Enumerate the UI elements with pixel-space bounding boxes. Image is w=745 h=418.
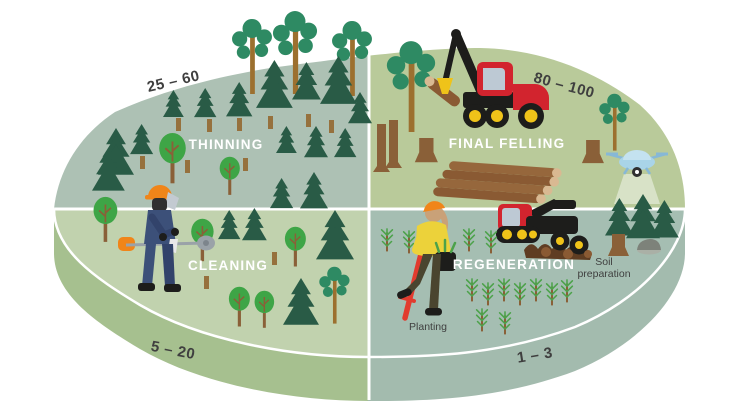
regeneration-label: REGENERATION [453,257,575,272]
stump-icon [204,276,209,289]
soil-preparation-annotation-line2: preparation [577,268,630,280]
rock-icon [637,239,661,255]
stump-icon [207,119,212,132]
thinning-label: THINNING [189,137,264,152]
stump-icon [272,252,277,265]
rim-regeneration [368,209,685,401]
stump-icon [329,120,334,133]
planting-worker-icon [397,201,457,321]
cleaning-label: CLEANING [188,258,268,273]
regeneration-years: 1 – 3 [516,344,554,366]
logs-icon [433,161,562,204]
stump-icon [306,114,311,127]
stump-icon [176,118,181,131]
drone-icon [606,150,668,204]
soil-preparation-annotation-line1: Soil [595,256,613,268]
stump-icon [185,160,190,173]
stump-icon [140,156,145,169]
stump-icon [237,118,242,131]
final-felling-label: FINAL FELLING [449,136,566,151]
rim-cleaning [54,209,368,401]
cleaning-scenery [92,185,354,329]
stump-icon [268,116,273,129]
final-felling-scenery [373,29,668,204]
harvester-icon [424,29,549,129]
scarifier-icon [496,199,592,260]
planting-annotation: Planting [409,321,447,333]
regeneration-scenery [380,194,679,336]
cleaning-worker-icon [118,185,215,292]
stump-icon [243,158,248,171]
